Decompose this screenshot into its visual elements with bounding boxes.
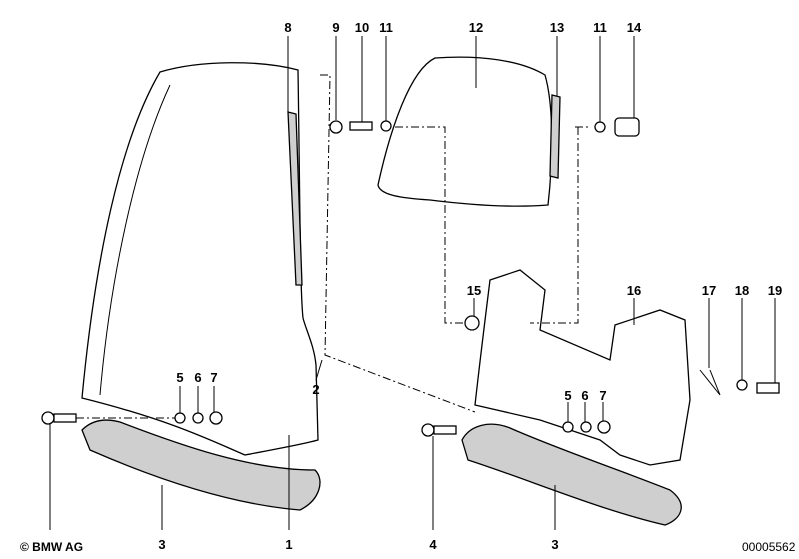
callout-1: 1 — [285, 537, 292, 552]
callout-7: 7 — [210, 370, 217, 385]
callout-11: 11 — [593, 20, 607, 35]
callout-12: 12 — [469, 20, 483, 35]
callout-13: 13 — [550, 20, 564, 35]
rubber-trim-left — [81, 419, 321, 511]
callout-3: 3 — [158, 537, 165, 552]
callout-19: 19 — [768, 283, 782, 298]
callout-5: 5 — [564, 388, 571, 403]
callout-2: 2 — [312, 382, 319, 397]
callout-9: 9 — [332, 20, 339, 35]
seal-strip — [287, 111, 303, 286]
callout-5: 5 — [176, 370, 183, 385]
callout-8: 8 — [284, 20, 291, 35]
callout-7: 7 — [599, 388, 606, 403]
callout-18: 18 — [735, 283, 749, 298]
callout-3: 3 — [551, 537, 558, 552]
bracket — [474, 269, 691, 466]
rubber-trim-right — [461, 423, 682, 526]
callout-6: 6 — [581, 388, 588, 403]
callout-14: 14 — [627, 20, 642, 35]
copyright: © BMW AG — [20, 540, 83, 554]
seal-strip-small — [549, 94, 561, 179]
callout-11: 11 — [379, 20, 393, 35]
callout-16: 16 — [627, 283, 641, 298]
part-number: 00005562 — [742, 540, 796, 554]
windshield-large — [81, 62, 319, 456]
callout-17: 17 — [702, 283, 716, 298]
callout-4: 4 — [429, 537, 437, 552]
hardware — [41, 117, 780, 437]
callout-6: 6 — [194, 370, 201, 385]
windshield-small — [377, 56, 553, 207]
callout-15: 15 — [467, 283, 481, 298]
callout-10: 10 — [355, 20, 369, 35]
